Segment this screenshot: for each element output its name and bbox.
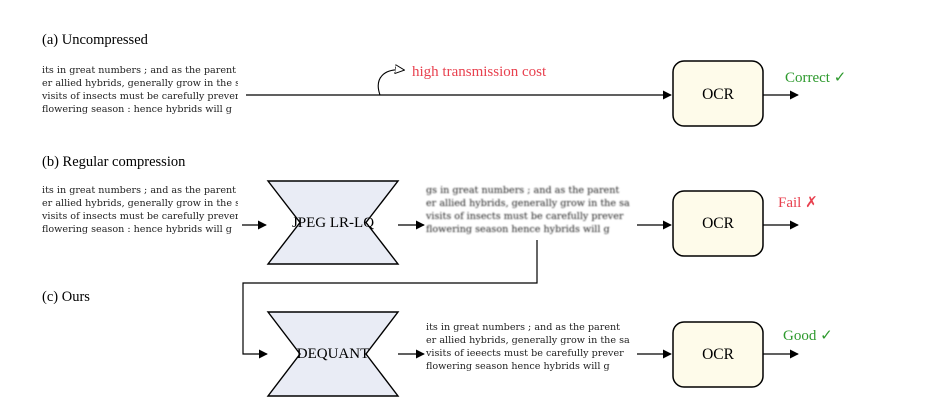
document-snippet-jpeg: gs in great numbers ; and as the parent …	[425, 185, 630, 235]
section-title-regular-compression: (b) Regular compression	[42, 154, 186, 170]
doc-line: flowering season hence hybrids will g	[426, 361, 610, 372]
doc-line: its in great numbers ; and as the parent	[42, 185, 236, 196]
ocr-label-b: OCR	[702, 215, 735, 232]
section-title-uncompressed: (a) Uncompressed	[42, 32, 149, 48]
dequant-label: DEQUANT	[297, 346, 370, 362]
ocr-box-a	[672, 60, 764, 127]
document-snippet-a: its in great numbers ; and as the parent…	[41, 65, 246, 115]
result-correct: Correct ✓	[785, 70, 846, 86]
doc-line: er allied hybrids, generally grow in the…	[426, 198, 630, 209]
result-good: Good ✓	[783, 328, 833, 344]
ocr-label-c: OCR	[702, 346, 735, 363]
result-fail: Fail ✗	[778, 195, 818, 211]
doc-line: flowering season : hence hybrids will g	[42, 104, 232, 115]
doc-line: gs in great numbers ; and as the parent	[426, 185, 619, 196]
ocr-box-b	[672, 190, 764, 257]
doc-line: visits of insects must be carefully prev…	[425, 211, 624, 222]
doc-line: er allied hybrids, generally grow in the…	[42, 78, 246, 89]
doc-line: its in great numbers ; and as the parent	[426, 322, 620, 333]
section-title-ours: (c) Ours	[42, 289, 90, 305]
arrow-jpeg-to-dequant	[242, 240, 538, 359]
doc-line: visits of insects must be carefully prev…	[41, 91, 240, 102]
cost-curved-arrow	[377, 70, 404, 96]
doc-line: flowering season : hence hybrids will g	[42, 224, 232, 235]
dequant-shape	[266, 311, 400, 397]
doc-line: visits of insects must be carefully prev…	[41, 211, 240, 222]
encoder-label: JPEG LR-LQ	[292, 215, 374, 231]
document-snippet-b: its in great numbers ; and as the parent…	[41, 185, 246, 235]
ocr-label-a: OCR	[702, 86, 735, 103]
jpeg-encoder-shape	[266, 180, 400, 265]
doc-line: flowering season hence hybrids will g	[426, 224, 610, 235]
document-snippet-ours: its in great numbers ; and as the parent…	[425, 322, 630, 372]
doc-line: visits of ieeects must be carefully prev…	[425, 348, 624, 359]
cost-annotation: high transmission cost	[412, 64, 547, 80]
doc-line: er allied hybrids, generally grow in the…	[426, 335, 630, 346]
doc-line: its in great numbers ; and as the parent	[42, 65, 236, 76]
doc-line: er allied hybrids, generally grow in the…	[42, 198, 246, 209]
